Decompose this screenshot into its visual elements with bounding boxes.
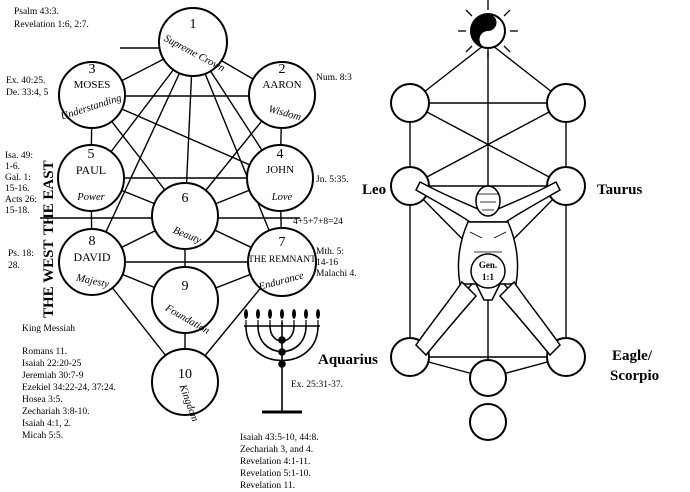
ref-paul-4: 15-16. xyxy=(5,184,30,194)
node-8-number: 8 xyxy=(89,234,96,249)
ref-aaron: Num. 8:3 xyxy=(316,73,352,83)
node-2-number: 2 xyxy=(279,62,286,77)
node-4-name: JOHN xyxy=(266,164,294,176)
right-node-upper-left xyxy=(390,83,430,123)
ref-bottom-5: Revelation 11. xyxy=(240,481,295,491)
label-aquarius: Aquarius xyxy=(318,352,378,368)
ref-paul-5: Acts 26: xyxy=(5,195,37,205)
ref-remnant-2: 14-16 xyxy=(316,258,338,268)
sephira-4 xyxy=(246,144,314,212)
ref-km-4: Ezekiel 34:22-24, 37:24. xyxy=(22,383,116,393)
sun-icon xyxy=(458,0,518,58)
node-7-name: THE REMNANT xyxy=(248,255,316,265)
sephira-5 xyxy=(57,144,125,212)
ref-moses-2: De. 33:4, 5 xyxy=(6,88,48,98)
scripture-references: Psalm 43:3. Revelation 1:6, 2:7. Ex. 40:… xyxy=(5,7,357,491)
node-4-attr: Love xyxy=(271,192,293,203)
label-scorpio: Scorpio xyxy=(610,368,659,384)
sephira-3 xyxy=(58,61,126,129)
ref-paul-2: 1-6. xyxy=(5,162,20,172)
ref-paul-1: Isa. 49: xyxy=(5,151,33,161)
ref-psalm-2: Revelation 1:6, 2:7. xyxy=(14,20,89,30)
sephira-8 xyxy=(58,228,126,296)
sephira-6 xyxy=(151,182,219,250)
ref-remnant-3: Malachi 4. xyxy=(316,269,357,279)
label-taurus: Taurus xyxy=(597,182,642,198)
node-5-name: PAUL xyxy=(76,163,106,177)
ref-bottom-1: Isaiah 43:5-10, 44:8. xyxy=(240,433,319,443)
east-label: THE EAST xyxy=(41,160,57,235)
ref-bottom-4: Revelation 5:1-10. xyxy=(240,469,311,479)
sephira-7 xyxy=(247,227,317,297)
ref-km-5: Hosea 3:5. xyxy=(22,395,63,405)
medallion-line-2: 1:1 xyxy=(482,272,494,282)
node-2-name: AARON xyxy=(262,79,301,91)
node-names: AARON MOSES JOHN PAUL THE REMNANT DAVID xyxy=(73,79,316,265)
node-3-number: 3 xyxy=(89,62,96,77)
king-messiah-title: King Messiah xyxy=(22,324,75,334)
node-9-number: 9 xyxy=(182,279,189,294)
node-10-number: 10 xyxy=(178,367,192,382)
ref-paul-3: Gal. 1: xyxy=(5,173,31,183)
zodiac-labels: Leo Taurus Aquarius Eagle/ Scorpio xyxy=(318,182,659,384)
node-7-number: 7 xyxy=(279,235,286,250)
genesis-medallion xyxy=(470,253,506,289)
node-numbers: 1 2 3 4 5 6 7 8 9 10 xyxy=(88,17,286,382)
label-leo: Leo xyxy=(362,182,386,198)
ref-remnant-1: Mth. 5: xyxy=(316,247,344,257)
sephira-10 xyxy=(151,348,219,416)
ref-km-1: Romans 11. xyxy=(22,347,67,357)
sum-text: 4+5+7+8=24 xyxy=(293,217,343,227)
ref-david-2: 28. xyxy=(8,261,20,271)
node-6-number: 6 xyxy=(182,191,189,206)
ref-psalm-1: Psalm 43:3. xyxy=(14,7,59,17)
label-eagle: Eagle/ xyxy=(612,348,653,364)
west-label: THE WEST xyxy=(41,239,57,318)
ref-moses-1: Ex. 40:25. xyxy=(6,76,45,86)
menorah-icon xyxy=(244,309,320,414)
node-4-number: 4 xyxy=(277,147,284,162)
medallion-line-1: Gen. xyxy=(479,260,497,270)
ref-david-1: Ps. 18: xyxy=(8,249,34,259)
ref-km-8: Micah 5:5. xyxy=(22,431,63,441)
ref-bottom-2: Zechariah 3, and 4. xyxy=(240,445,313,455)
ref-km-7: Isaiah 4:1, 2. xyxy=(22,419,71,429)
left-tree-nodes xyxy=(57,7,317,416)
sephira-2 xyxy=(248,61,316,129)
node-5-number: 5 xyxy=(88,147,95,162)
right-node-upper-right xyxy=(546,83,586,123)
node-3-name: MOSES xyxy=(74,79,111,91)
sephira-9 xyxy=(151,266,219,334)
right-node-foot xyxy=(469,403,507,441)
sephira-1 xyxy=(158,7,228,77)
ref-bottom-3: Revelation 4:1-11. xyxy=(240,457,310,467)
ref-john: Jn. 5:35. xyxy=(316,175,348,185)
node-8-name: DAVID xyxy=(73,250,110,264)
ref-km-2: Isaiah 22:20-25 xyxy=(22,359,82,369)
ref-menorah: Ex. 25:31-37. xyxy=(291,380,343,390)
node-1-number: 1 xyxy=(190,17,197,32)
ref-paul-6: 15-18. xyxy=(5,206,30,216)
ref-km-3: Jeremiah 30:7-9 xyxy=(22,371,84,381)
right-node-base xyxy=(469,359,507,397)
ref-km-6: Zechariah 3:8-10. xyxy=(22,407,90,417)
node-5-attr: Power xyxy=(76,192,105,203)
